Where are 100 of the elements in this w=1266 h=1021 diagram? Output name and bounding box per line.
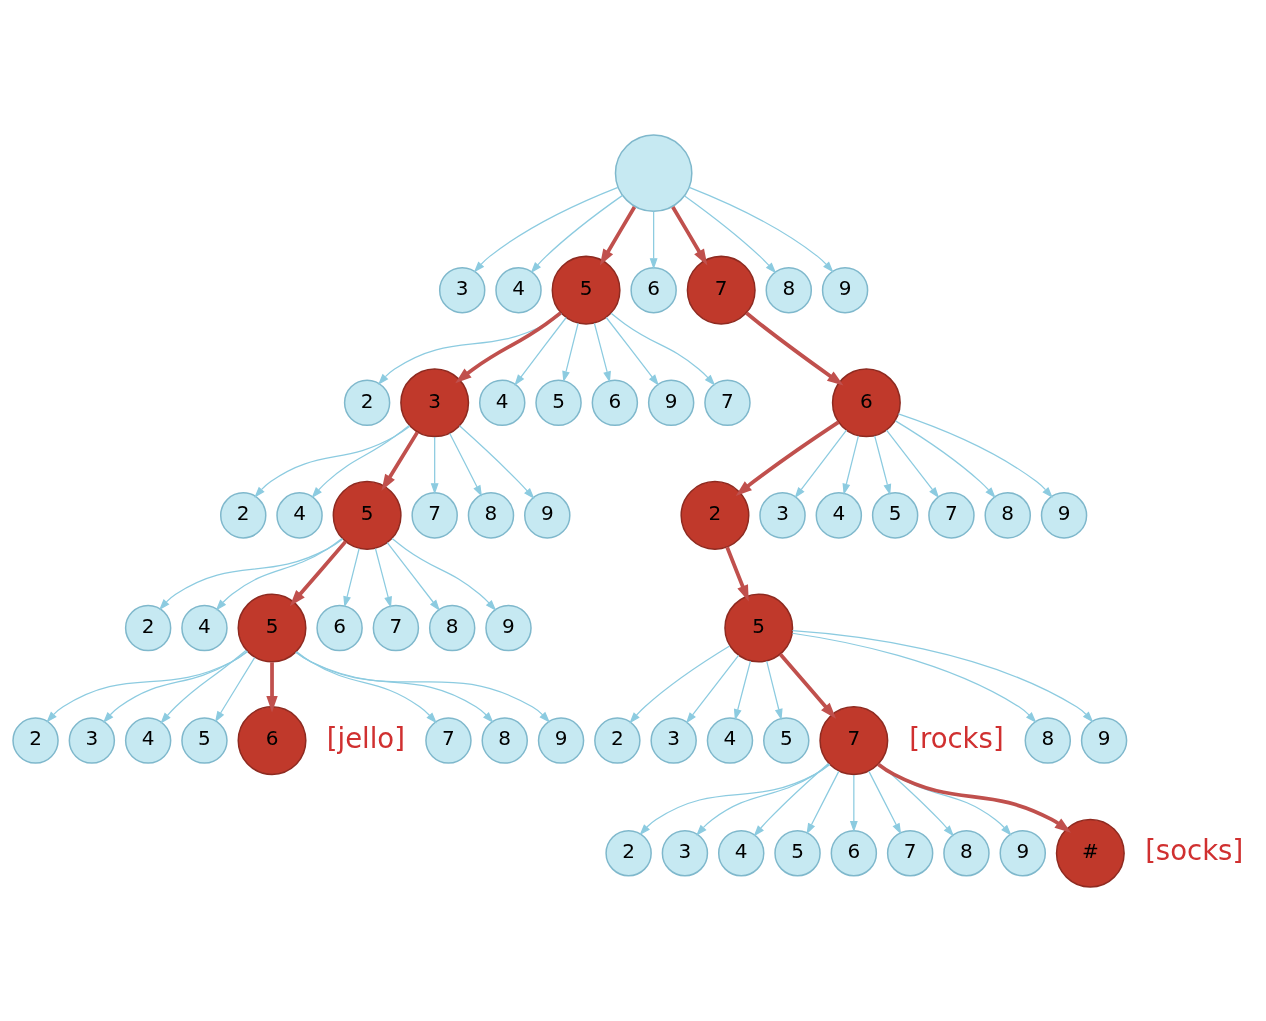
node-circle: 2 (594, 716, 641, 764)
node-circle: 8 (1024, 716, 1072, 764)
arrow (266, 661, 278, 712)
node-label: [jello] (326, 721, 405, 754)
arrow (735, 420, 840, 496)
node-circle: 7 (411, 491, 458, 539)
node-circle: 4 (124, 716, 172, 764)
arrow (430, 435, 439, 494)
node-circle: 8 (481, 716, 528, 764)
node-circle: 5 (871, 491, 919, 539)
node-circle: 8 (765, 266, 813, 313)
node-circle: 3 (759, 491, 806, 539)
node-circle: 6 (630, 266, 677, 313)
node-circle: 5 (181, 716, 228, 764)
arrow (842, 434, 860, 495)
arrow (343, 547, 360, 608)
node-circle: 9 (999, 829, 1047, 876)
node-circle: 4 (276, 491, 323, 539)
arrow (159, 537, 344, 610)
node-circle: 9 (485, 604, 532, 651)
arrow (215, 537, 343, 611)
node-circle: 4 (478, 379, 526, 426)
arrow (391, 537, 497, 611)
arrow (685, 654, 740, 723)
node-circle: 3 (438, 266, 486, 313)
arrow (725, 546, 749, 601)
arrow (885, 429, 940, 498)
arrow (160, 649, 247, 724)
arrow (599, 205, 637, 265)
node-circle: 9 (537, 716, 585, 764)
arrow (449, 432, 483, 497)
arrow (458, 424, 535, 499)
node-circle: 6 (316, 604, 363, 651)
arrow (897, 412, 1053, 498)
node-circle: 7 (372, 604, 420, 651)
node-circle: 6 (830, 829, 878, 876)
arrow (610, 312, 716, 386)
node-circle: 4 (815, 491, 863, 539)
node-circle: 2 (605, 829, 652, 876)
node-circle: 6 (831, 367, 901, 437)
node-circle: 2 (219, 491, 267, 539)
arrow (289, 539, 347, 606)
node-circle: 7 (886, 829, 934, 876)
arrow (214, 656, 256, 722)
node-circle: 3 (661, 829, 709, 876)
node-circle: 9 (524, 491, 571, 539)
arrow (806, 770, 840, 834)
node-circle: 4 (495, 266, 542, 313)
arrow (791, 632, 1037, 723)
node-circle: 8 (467, 491, 515, 539)
node-circle: 9 (1040, 491, 1088, 539)
arrow (514, 316, 567, 386)
arrow (684, 194, 777, 274)
node-circle: 5 (535, 379, 582, 426)
node-circle: 3 (650, 716, 697, 764)
node-circle: 2 (124, 604, 172, 651)
node-circle: 4 (181, 604, 228, 651)
node-circle: 7 (928, 491, 975, 539)
arrow (295, 650, 494, 723)
arrow (791, 629, 1094, 723)
arrow (530, 194, 624, 273)
node-circle (614, 133, 693, 212)
arrow (868, 770, 902, 834)
arrow (849, 773, 858, 832)
node-circle: 4 (706, 716, 754, 764)
arrow (766, 659, 783, 720)
node-circle: 2 (12, 716, 59, 764)
arrow (696, 763, 830, 836)
arrow (46, 650, 249, 723)
arrow (374, 547, 392, 608)
node-circle: 5 (332, 480, 402, 550)
arrow (671, 205, 708, 265)
arrow (386, 541, 440, 611)
arrow (688, 186, 834, 273)
arrow (102, 650, 248, 723)
node-circle: 6 (237, 705, 307, 775)
node-circle: 5 (724, 592, 794, 662)
node-circle: 7 (704, 379, 751, 426)
node-circle: 8 (984, 491, 1031, 539)
node-circle: 9 (821, 266, 869, 313)
node-label: [socks] (1145, 833, 1244, 866)
node-circle: 8 (428, 604, 476, 651)
node-circle: 9 (647, 379, 695, 426)
arrow (745, 311, 844, 386)
arrow (874, 434, 892, 495)
node-circle: 6 (591, 379, 639, 426)
arrow (593, 322, 611, 383)
arrow (455, 310, 562, 383)
arrow (254, 425, 411, 498)
arrow (753, 762, 830, 836)
arrow (473, 186, 619, 273)
arrow (381, 430, 419, 491)
node-label: [rocks] (909, 721, 1004, 754)
arrow (629, 644, 731, 723)
arrow (562, 322, 579, 382)
node-circle: 5 (763, 716, 810, 764)
node-circle: 7 (425, 716, 472, 764)
node-circle: 4 (717, 829, 765, 876)
node-circle: 2 (343, 379, 391, 426)
arrow (649, 210, 658, 269)
